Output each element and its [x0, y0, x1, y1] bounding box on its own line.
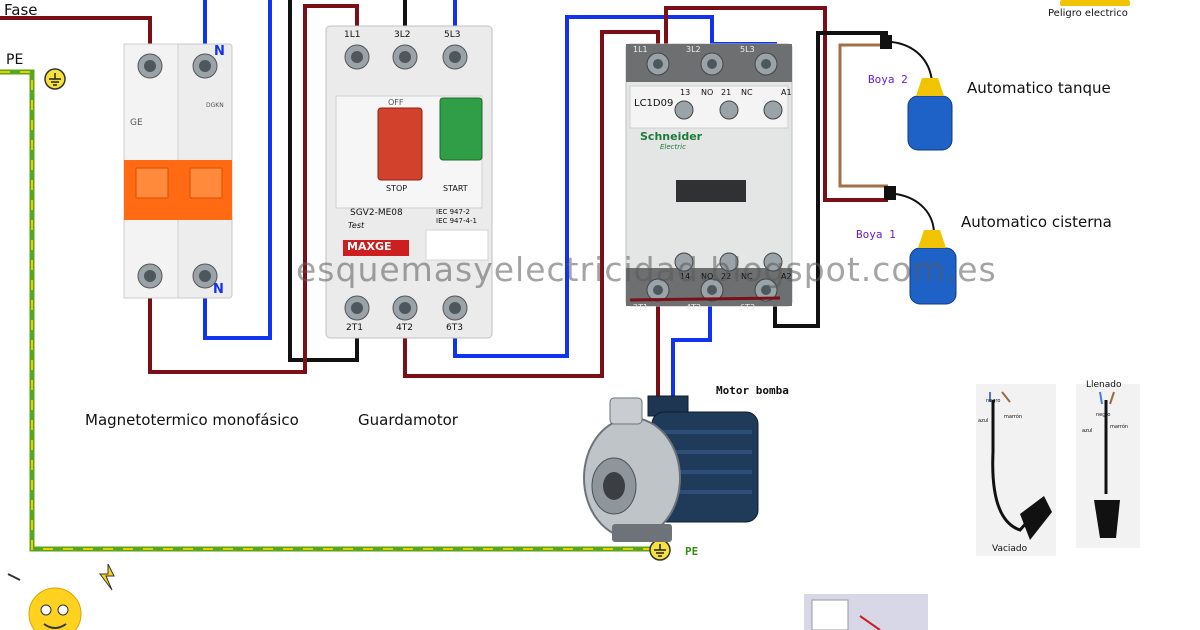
- wire-phase-to-float: [664, 6, 888, 202]
- wire-brown-float-link: [838, 43, 888, 188]
- maxge-logo: [343, 240, 409, 256]
- ct-model: LC1D09: [634, 98, 674, 109]
- wire-layer: [0, 0, 888, 400]
- gm-iec2: IEC 947-4-1: [436, 217, 477, 225]
- gm-stop-label: STOP: [386, 184, 408, 193]
- gm-iec1: IEC 947-2: [436, 208, 470, 216]
- ct-aux-a1: A1: [781, 88, 792, 97]
- gm-term-top-2: 3L2: [394, 30, 411, 40]
- motor-protector: [325, 25, 493, 339]
- motor-earth-label: PE: [685, 545, 699, 558]
- neutral-label-bottom: N: [213, 282, 224, 297]
- gm-term-bottom-2: 4T2: [396, 323, 413, 333]
- float-diagram-empty: [976, 384, 1056, 556]
- danger-text: Peligro electrico: [1048, 8, 1128, 19]
- breaker: [123, 43, 233, 299]
- ct-aux-no-b: NO: [701, 272, 714, 281]
- ct-aux-14: 14: [680, 272, 691, 281]
- float-diagram-left-negro: negro: [986, 398, 1001, 404]
- ct-aux-nc: NC: [741, 88, 753, 97]
- float-diagram-right-negro: negro: [1096, 412, 1111, 418]
- earth-symbol-top: [44, 68, 66, 90]
- gm-off-label: OFF: [388, 98, 404, 107]
- ct-term-bottom-3: 6T3: [740, 303, 756, 312]
- float-switch-cistern: [884, 186, 957, 305]
- watermark: esquemasyelectricidad.blogspot.com.es: [296, 250, 997, 289]
- float2-tag: Boya 2: [868, 73, 908, 86]
- wire-phase-breaker-to-gm: [148, 4, 359, 374]
- gm-start-label: START: [443, 184, 468, 193]
- breaker-caption: Magnetotermico monofásico: [85, 411, 299, 429]
- gm-model: SGV2-ME08: [350, 208, 403, 218]
- ct-brand: Schneider: [640, 130, 703, 143]
- wire-black-a2: [773, 31, 888, 328]
- neutral-label-top: N: [214, 44, 225, 59]
- ct-aux-21: 21: [721, 88, 732, 97]
- float1-tag: Boya 1: [856, 228, 896, 241]
- contactor: [625, 43, 793, 307]
- breaker-brand: GE: [130, 118, 143, 128]
- float-diagram-left-title: Vaciado: [992, 544, 1028, 554]
- wire-blue-gm-to-contactor: [453, 15, 714, 358]
- ct-term-bottom-1: 2T1: [633, 303, 649, 312]
- pump-motor: [583, 395, 759, 542]
- ct-term-top-2: 3L2: [686, 45, 701, 54]
- float-diagram-right-azul: azul: [1082, 428, 1093, 434]
- ct-aux-no: NO: [701, 88, 714, 97]
- sun-mascot-icon: [7, 563, 115, 630]
- gm-term-top-1: 1L1: [344, 30, 361, 40]
- wire-blue-to-motor: [671, 300, 712, 400]
- earth-wire-yellow: [0, 71, 660, 550]
- gm-caption: Guardamotor: [358, 411, 458, 429]
- ct-aux-a2: A2: [781, 272, 792, 281]
- ct-aux-nc-b: NC: [741, 272, 753, 281]
- float1-label: Automatico cisterna: [961, 213, 1112, 231]
- motor-label: Motor bomba: [716, 384, 789, 397]
- ct-term-bottom-2: 4T2: [686, 303, 702, 312]
- ct-term-top-1: 1L1: [633, 45, 648, 54]
- float-diagram-right-title: Llenado: [1086, 380, 1122, 390]
- float-diagram-left-marron: marrón: [1004, 414, 1023, 420]
- earth-symbol-motor: [649, 539, 671, 561]
- wire-phase-input: [0, 16, 152, 46]
- breaker-model: DGKN: [206, 102, 224, 109]
- gm-brand: MAXGE: [347, 240, 392, 253]
- float-switch-tank: [880, 35, 953, 151]
- ct-term-top-3: 5L3: [740, 45, 755, 54]
- wire-black-feed: [288, 0, 359, 362]
- float-diagram-fill: [1076, 384, 1140, 548]
- earth-label: PE: [6, 52, 24, 68]
- phase-label: Fase: [4, 1, 38, 19]
- ct-aux-22: 22: [721, 272, 732, 281]
- float-diagram-right-marron: marrón: [1110, 424, 1129, 430]
- gm-test: Test: [348, 221, 365, 230]
- gm-term-bottom-1: 2T1: [346, 323, 363, 333]
- danger-illustration: [804, 594, 928, 630]
- wire-neutral-return: [203, 0, 272, 340]
- gm-term-bottom-3: 6T3: [446, 323, 463, 333]
- gm-term-top-3: 5L3: [444, 30, 461, 40]
- earth-wire: [0, 69, 660, 552]
- ct-brand-sub: Electric: [660, 143, 686, 151]
- float2-label: Automatico tanque: [967, 79, 1111, 97]
- float-diagram-left-azul: azul: [978, 418, 989, 424]
- wire-phase-gm-to-contactor: [403, 30, 660, 378]
- danger-sign: [1060, 0, 1130, 6]
- start-button: [439, 97, 483, 161]
- stop-button: [377, 107, 423, 181]
- ct-aux-13: 13: [680, 88, 691, 97]
